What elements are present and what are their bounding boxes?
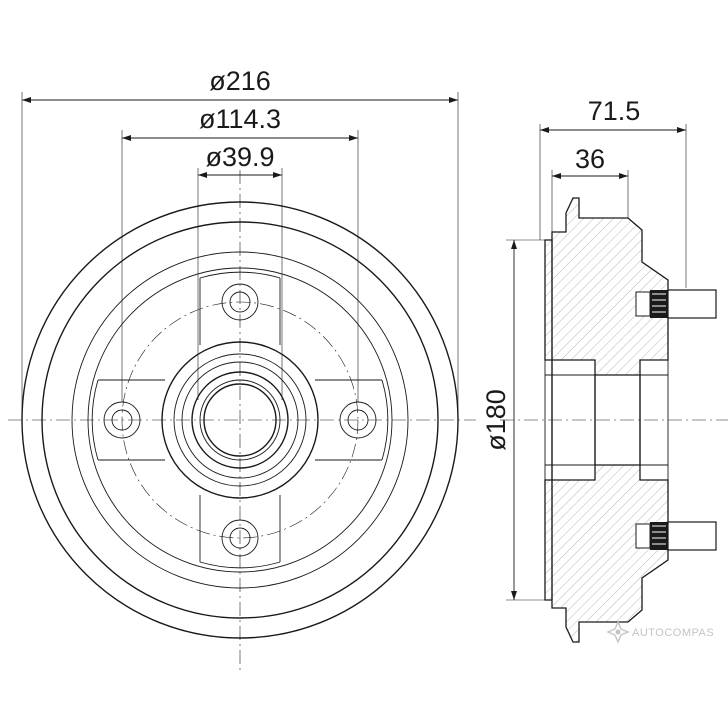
wheel-stud-lower [635,521,717,551]
flange-ribs [91,271,389,569]
side-section-view: 71.5 36 ø180 [481,96,728,643]
dimension-hub-width: 36 [551,144,629,232]
dimension-center-bore: ø39.9 [197,142,283,400]
dimension-drum-diameter: ø216 [21,66,459,418]
dimension-braking-diameter: ø180 [481,239,552,601]
dimension-bolt-circle: ø114.3 [121,104,359,402]
drum-face-circle [87,267,393,573]
braking-diameter-label: ø180 [481,389,511,451]
drum-diameter-label: ø216 [209,66,271,96]
bolt-holes [103,283,377,557]
overall-width-label: 71.5 [588,96,641,126]
hub-width-label: 36 [575,144,605,174]
drum-inner-circle [71,251,409,589]
dimension-overall-width: 71.5 [539,96,687,288]
bolt-circle-line [121,301,359,539]
hub [161,341,319,499]
watermark-brand-text: AUTOCOMPAS [632,627,714,639]
drum-rim-circle [41,221,439,619]
bolt-hole-top [221,283,259,321]
front-view: ø216 ø114.3 ø39.9 [8,66,476,670]
section-upper-half [544,197,669,376]
drum-outer-circle [21,201,459,639]
bolt-hole-bottom [221,519,259,557]
compass-star-icon [606,620,630,644]
hub-bore [545,360,669,480]
wheel-stud-upper [635,289,717,319]
bolt-circle-label: ø114.3 [199,104,281,134]
center-bore-label: ø39.9 [205,142,274,172]
watermark: AUTOCOMPAS [606,620,714,644]
section-lower-half [544,464,669,643]
